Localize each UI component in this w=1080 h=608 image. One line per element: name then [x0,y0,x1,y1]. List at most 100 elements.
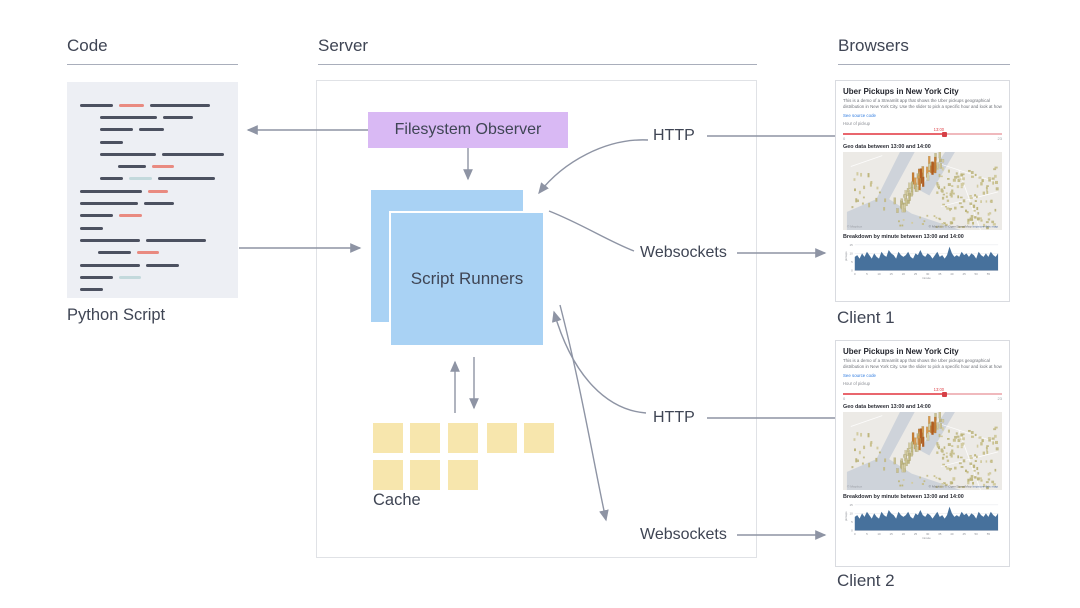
svg-text:0: 0 [854,532,856,536]
source-code-link[interactable]: See source code [843,113,876,118]
slider-thumb[interactable] [941,391,947,397]
slider-thumb[interactable] [941,131,947,137]
http-label-client1: HTTP [653,127,695,144]
svg-text:10: 10 [877,532,881,536]
svg-text:0: 0 [854,272,856,276]
svg-text:0: 0 [851,529,853,533]
client2-label: Client 2 [837,571,895,590]
code-section-title: Code [67,36,108,55]
cache-label: Cache [373,491,421,509]
svg-text:pickups: pickups [844,251,848,261]
python-script-box [67,82,238,298]
svg-text:© Mapbox © OpenStreetMap Impro: © Mapbox © OpenStreetMap Improve this ma… [929,224,999,228]
svg-text:10: 10 [877,272,881,276]
svg-text:35: 35 [938,272,942,276]
svg-text:15: 15 [850,503,854,507]
script-runners-box: Script Runners [389,211,545,347]
svg-text:0: 0 [851,269,853,273]
cache-block [373,423,403,453]
slider-track[interactable] [843,133,1002,135]
code-section-divider [67,64,238,65]
slider-max: 23 [997,395,1002,401]
svg-text:5: 5 [866,272,868,276]
svg-text:15: 15 [890,272,894,276]
svg-text:50: 50 [975,272,979,276]
slider-fill [843,133,944,135]
svg-text:5: 5 [866,532,868,536]
svg-text:5: 5 [851,260,853,264]
app-description: This is a demo of a Streamlit app that s… [843,358,1002,371]
svg-text:50: 50 [975,532,979,536]
cache-block [410,460,440,490]
source-code-link[interactable]: See source code [843,373,876,378]
websockets-label-client1: Websockets [640,244,727,261]
geo-header: Geo data between 13:00 and 14:00 [843,144,931,150]
nyc-3d-map: © Mapbox © OpenStreetMap Improve this ma… [843,152,1002,230]
svg-text:40: 40 [950,272,954,276]
slider-label: Hour of pickup [843,121,870,126]
browsers-section-divider [838,64,1010,65]
slider-label: Hour of pickup [843,381,870,386]
browsers-section-title: Browsers [838,36,909,55]
svg-text:10: 10 [850,512,854,516]
svg-text:45: 45 [962,272,966,276]
nyc-3d-map: © Mapbox © OpenStreetMap Improve this ma… [843,412,1002,490]
slider-value: 13:00 [933,387,945,392]
slider-range: 0 23 [843,396,1002,401]
hour-slider[interactable]: 13:00 0 23 [843,387,1002,401]
websockets-label-client2: Websockets [640,526,727,543]
breakdown-header: Breakdown by minute between 13:00 and 14… [843,234,964,240]
hour-slider[interactable]: 13:00 0 23 [843,127,1002,141]
cache-block [448,423,478,453]
app-description: This is a demo of a Streamlit app that s… [843,98,1002,111]
svg-text:15: 15 [890,532,894,536]
svg-text:20: 20 [902,532,906,536]
svg-text:© Mapbox: © Mapbox [847,484,863,488]
svg-text:35: 35 [938,532,942,536]
svg-text:pickups: pickups [844,511,848,521]
slider-value: 13:00 [933,127,945,132]
slider-min: 0 [843,395,846,401]
cache-block [373,460,403,490]
geo-header: Geo data between 13:00 and 14:00 [843,404,931,410]
cache-block [524,423,554,453]
client1-browser-window: Uber Pickups in New York City This is a … [835,80,1010,302]
cache-block [448,460,478,490]
svg-text:55: 55 [987,272,991,276]
svg-text:55: 55 [987,532,991,536]
svg-text:© Mapbox: © Mapbox [847,224,863,228]
slider-range: 0 23 [843,136,1002,141]
client2-browser-window: Uber Pickups in New York City This is a … [835,340,1010,567]
app-title: Uber Pickups in New York City [843,347,959,356]
svg-text:10: 10 [850,252,854,256]
svg-text:20: 20 [902,272,906,276]
svg-text:30: 30 [926,532,930,536]
slider-min: 0 [843,135,846,141]
breakdown-header: Breakdown by minute between 13:00 and 14… [843,494,964,500]
svg-text:15: 15 [850,243,854,247]
svg-text:5: 5 [851,520,853,524]
slider-track[interactable] [843,393,1002,395]
svg-text:minute: minute [922,276,931,280]
svg-text:minute: minute [922,536,931,540]
svg-text:40: 40 [950,532,954,536]
svg-text:© Mapbox © OpenStreetMap Impro: © Mapbox © OpenStreetMap Improve this ma… [929,484,999,488]
python-script-label: Python Script [67,306,166,324]
svg-text:25: 25 [914,272,918,276]
svg-text:30: 30 [926,272,930,276]
server-section-divider [318,64,757,65]
filesystem-observer-box: Filesystem Observer [368,112,568,148]
cache-block [487,423,517,453]
server-section-title: Server [318,36,369,55]
slider-max: 23 [997,135,1002,141]
code-lines [80,99,238,296]
app-title: Uber Pickups in New York City [843,87,959,96]
svg-text:45: 45 [962,532,966,536]
svg-text:25: 25 [914,532,918,536]
http-label-client2: HTTP [653,409,695,426]
cache-block [410,423,440,453]
client1-label: Client 1 [837,308,895,327]
